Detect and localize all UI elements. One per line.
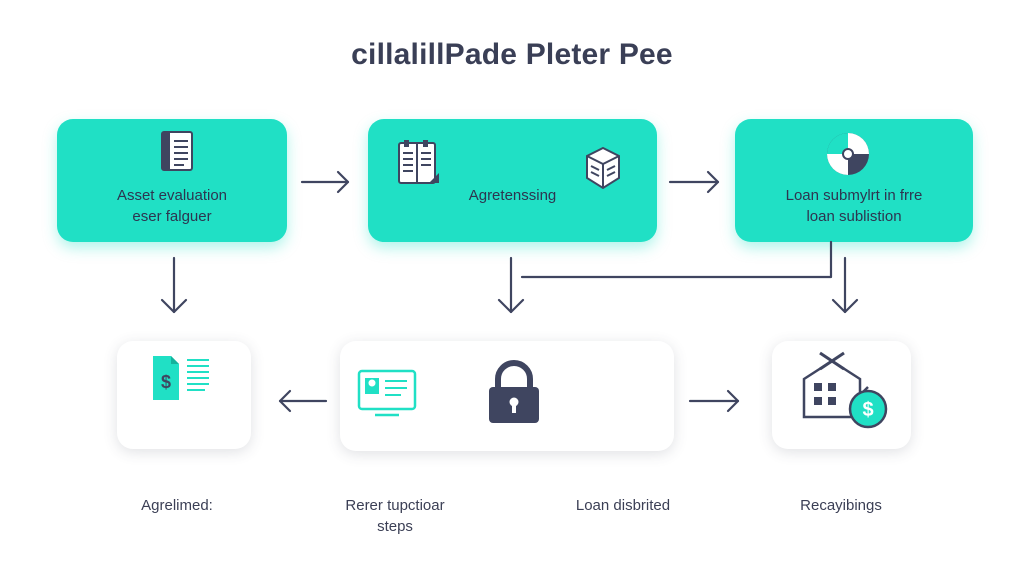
dollar-symbol: $ — [161, 372, 171, 392]
arrow-left-1 — [278, 389, 328, 413]
arrow-down-2 — [497, 256, 525, 314]
loan-disbursed-caption: Loan disbrited — [575, 497, 671, 514]
agreement-signed-caption: Agrelimed: — [141, 497, 213, 514]
cube-icon — [586, 146, 620, 190]
process-steps-caption: Rerer tupctioar — [345, 497, 445, 514]
process-steps-caption-line2: steps — [377, 518, 413, 535]
repayment-caption: Recayibings — [800, 497, 882, 514]
arrow-right-3 — [688, 389, 740, 413]
loan-submission-label: Loan submylrt in frre — [785, 187, 923, 204]
asset-evaluation-box: Asset evaluation eser falguer — [57, 119, 287, 242]
arrow-down-3 — [831, 256, 859, 314]
checklist-icon — [398, 140, 439, 184]
arrow-right-2 — [668, 170, 720, 194]
asset-evaluation-label: Asset evaluation — [116, 187, 228, 204]
house-money-icon: $ — [802, 351, 888, 429]
diagram-title: cillalillPade Pleter Pee — [351, 38, 673, 71]
connector-line — [520, 240, 833, 279]
document-icon — [161, 131, 193, 171]
agreement-box: Agretenssing — [368, 119, 657, 242]
arrow-right-1 — [300, 170, 350, 194]
dollar-symbol: $ — [862, 399, 873, 421]
loan-submission-box: Loan submylrt in frre loan sublistion — [735, 119, 973, 242]
dollar-document-icon: $ — [153, 356, 209, 400]
loan-submission-sublabel: loan sublistion — [806, 208, 902, 225]
repayment-box: $ — [772, 341, 911, 449]
pie-chart-icon — [827, 133, 869, 175]
arrow-down-1 — [160, 256, 188, 314]
agreement-signed-box: $ — [117, 341, 251, 449]
asset-evaluation-sublabel: eser falguer — [132, 208, 212, 225]
process-steps-box — [340, 341, 674, 451]
padlock-icon — [489, 360, 539, 423]
id-card-icon — [357, 369, 417, 417]
agreement-label: Agretenssing — [468, 187, 557, 204]
